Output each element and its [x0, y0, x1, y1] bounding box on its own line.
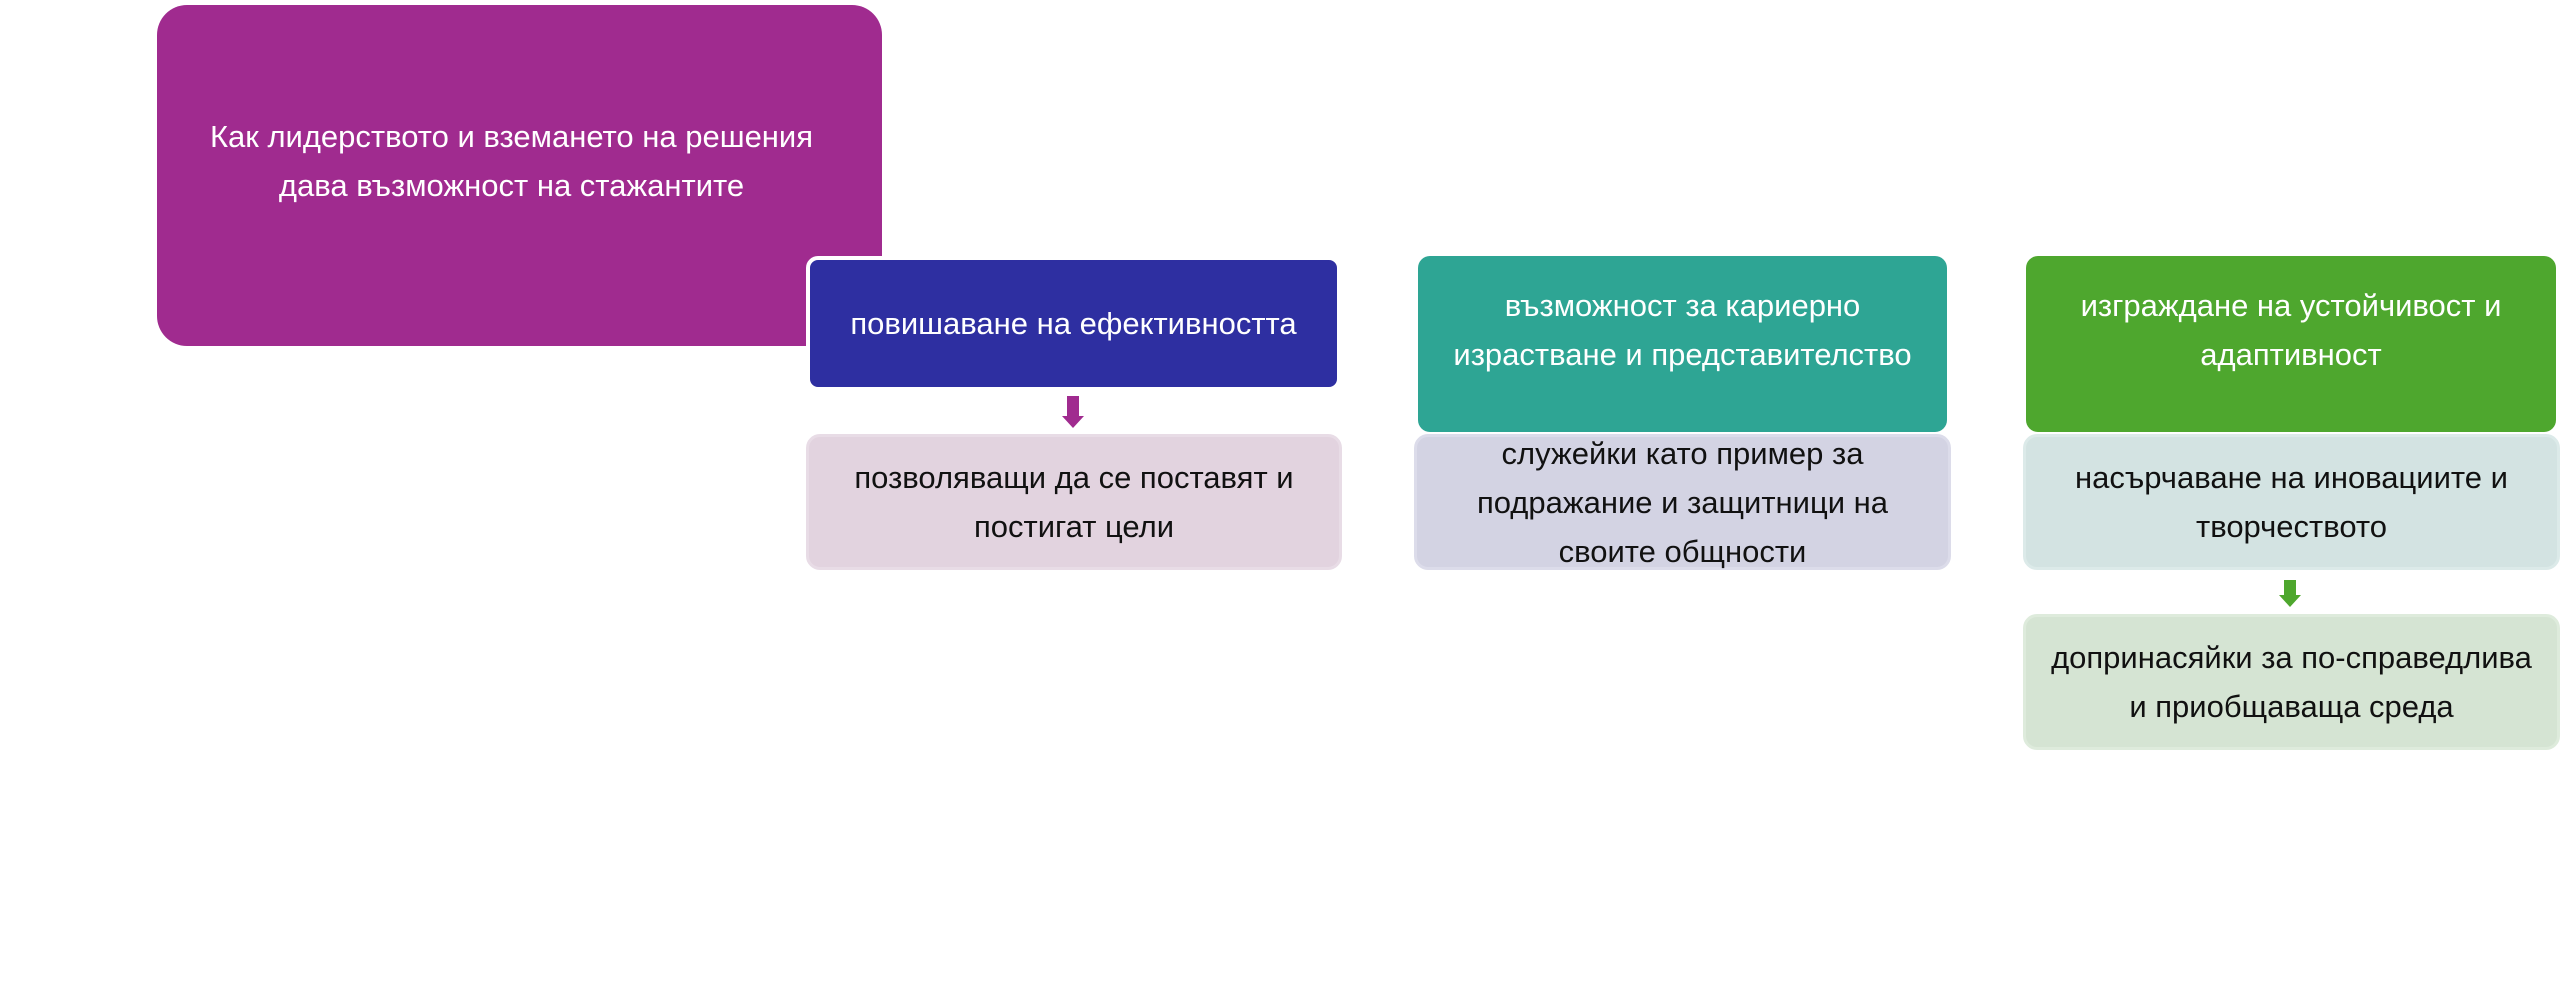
child-node: позволяващи да се поставят и постигат це…: [806, 434, 1342, 570]
child-node: насърчаване на иновациите и творчеството: [2023, 434, 2560, 570]
child-node: служейки като пример за подражание и защ…: [1414, 434, 1951, 570]
child-node-text: позволяващи да се поставят и постигат це…: [854, 460, 1294, 544]
branch-header-text: възможност за кариерно израстване и пред…: [1453, 288, 1912, 372]
child-node-text: допринасяйки за по-справедлива и приобща…: [2051, 640, 2532, 724]
branch-header-text: изграждане на устойчивост и адаптивност: [2080, 288, 2502, 372]
child-node-text: насърчаване на иновациите и творчеството: [2075, 460, 2508, 544]
root-node-text: Как лидерството и вземането на решения д…: [209, 118, 814, 203]
branch-header-text: повишаване на ефективността: [850, 306, 1297, 341]
arrow-down-icon: [2279, 580, 2301, 610]
root-node: Как лидерството и вземането на решения д…: [157, 5, 882, 346]
branch-header-resilience: изграждане на устойчивост и адаптивност: [2026, 256, 2556, 432]
branch-header-efficiency: повишаване на ефективността: [806, 256, 1341, 391]
child-node: допринасяйки за по-справедлива и приобща…: [2023, 614, 2560, 750]
branch-header-career: възможност за кариерно израстване и пред…: [1418, 256, 1947, 432]
arrow-down-icon: [1062, 396, 1084, 428]
child-node-text: служейки като пример за подражание и защ…: [1476, 435, 1889, 569]
